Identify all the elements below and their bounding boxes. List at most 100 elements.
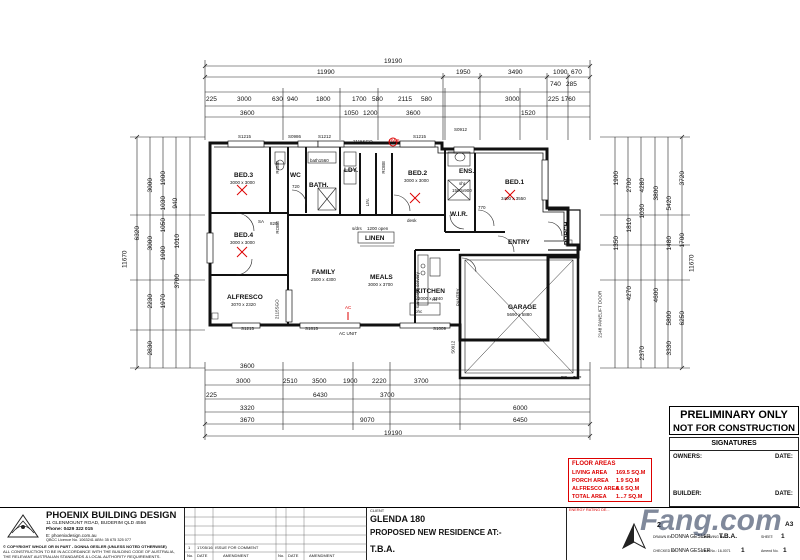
revision-col-amendment2: AMENDMENT [309,553,335,558]
dim-bot-row3-0: 3320 [240,405,255,412]
dim-bot-row4-1: 9070 [360,417,375,424]
dim-top-row3-15: 1760 [561,96,576,103]
floor-area-row-label: TOTAL AREA [572,494,607,500]
dim-top-row1-d: 1090 [553,69,568,76]
room-bed3-name: BED.3 [234,172,254,179]
checked-by-value: DONNA GESLER [671,548,711,554]
title-block: PHOENIX BUILDING DESIGN 11 GLENMOUNT ROA… [0,507,800,560]
amend-value: 1 [783,547,787,554]
room-garage-name: GARAGE [508,304,537,311]
dim-right-col1-2: 1350 [612,236,620,251]
preliminary-line2: NOT FOR CONSTRUCTION [673,423,795,434]
preliminary-notice: PRELIMINARY ONLY NOT FOR CONSTRUCTION [669,406,799,435]
dim-top-row1-b: 1950 [456,69,471,76]
dim-right-col1-6: 2370 [638,346,646,361]
project-description: PROPOSED NEW RESIDENCE AT:- [370,528,502,537]
room-garage-size: 5690 x 5880 [507,312,532,317]
note-s1815: S1815 [305,326,319,331]
room-robe-bed3: ROBE [275,160,281,174]
revision-col-no: No. [187,553,194,558]
room-entry: ENTRY [508,239,530,246]
project-panel: CLIENT GLENDA 180 PROPOSED NEW RESIDENCE… [367,508,567,560]
checked-by-label: CHECKED BY: [653,549,677,553]
note-s1215-c: S1215 [241,326,255,331]
dim-top-row4-1: 1050 [344,110,359,117]
room-pantry: PANTRY [455,288,461,307]
room-porch: PORCH [563,221,571,245]
revision-col-no2: No. [278,553,285,558]
room-meals-size: 3000 x 3700 [368,282,393,287]
dim-top-row4-3: 3600 [406,110,421,117]
note-820-1: 820 [270,221,278,226]
note-ac: AC [345,305,352,310]
note-s0986: S0986 [288,134,302,139]
dim-left-col3-6: 1970 [159,294,167,309]
room-meals-name: MEALS [370,274,393,281]
dim-right-col3-1: 5420 [665,196,673,211]
room-linen: LINEN [365,235,385,242]
dim-left-col3-0: 1900 [159,171,167,186]
dim-top-row3-3: 940 [287,96,298,103]
amend-label: Amend No. [761,549,779,553]
floor-area-row-value: 1...7 SQ.M [616,494,643,500]
north-arrow-icon [621,522,647,550]
dim-left-outer-b: 11670 [121,250,129,269]
dim-top-row3-2: 630 [272,96,283,103]
floor-area-row-label: LIVING AREA [572,470,608,476]
dim-bot-row4-0: 3670 [240,417,255,424]
note-s1215-a: S1215 [238,134,252,139]
dim-right-col3-0: 3800 [652,186,660,201]
dim-left-col3-1: 1030 [159,196,167,211]
dim-left-col3-5: 940 [172,197,180,209]
note-shower: shr [459,181,466,186]
dim-top-row1-e: 670 [571,69,582,76]
watermark-logo: Fang.com [640,504,782,537]
dim-right-col1-0: 1900 [612,171,620,186]
room-bed4-name: BED.4 [234,232,254,239]
dim-right-col2-2: 4600 [652,288,660,303]
dim-bot-row1-6: 2220 [372,378,387,385]
note-s1009: S1009 [433,326,447,331]
dim-bot-row1-3: 3500 [312,378,327,385]
dim-left-col2-2: 3700 [173,274,181,289]
dim-bot-row1-4: 1900 [343,378,358,385]
note-720: 720 [292,184,300,189]
dim-bot-row1-1: 3000 [236,378,251,385]
room-kitchen-size: 2000 x 3240 [418,296,443,301]
dim-top-row4-4: 1520 [521,110,536,117]
room-bed1-size: 3400 x 3550 [501,196,526,201]
floor-areas-heading: FLOOR AREAS [572,461,616,467]
revisions-table: 1 17/05/16 ISSUE FOR COMMENT No. DATE AM… [185,508,367,560]
note-servery: low bench servery [414,272,420,309]
drawing-info-panel: ENERGY RATING DE... 2 A3 DRAWN BY: DONNA… [567,508,800,560]
room-bed4-size: 3000 x 3000 [230,240,255,245]
revision-col-amendment: AMENDMENT [223,553,249,558]
dim-right-col3-3: 1700 [678,233,686,248]
company-address: 11 GLENMOUNT ROAD, BUDERIM QLD 4556 [46,521,147,526]
dim-overall-top: 19190 [384,58,403,65]
sheet-value: 1 [781,533,785,540]
note-hws: HWS [389,138,400,143]
drawn-by-label: DRAWN BY: [653,535,673,539]
dim-left-col2-3: 2230 [146,294,154,309]
note-sa-1: SA [258,219,265,224]
note-garage-door: 2148 PANELIFT DOOR [597,290,603,338]
signature-date2-label: DATE: [775,491,793,497]
dim-right-col3-6: 11670 [688,254,696,273]
copyright-line3: THE RELEVANT AUSTRALIAN STANDARDS & LOCA… [3,554,161,559]
dim-top-row3-7: 1700 [352,96,367,103]
note-shower-size: 1500x900 [452,188,472,193]
signature-owners-label: OWNERS: [673,454,702,460]
dim-top-row3-14: 225 [548,96,559,103]
sheet-size: A3 [785,521,794,528]
room-robe-bed2: ROBE [381,160,387,174]
revision-col-date2: DATE [288,553,299,558]
dim-top-row4-0: 3600 [240,110,255,117]
room-bed1-name: BED.1 [505,179,525,186]
dim-right-col1-3: 1810 [625,218,633,233]
dim-top-row2-a: 740 [550,81,561,88]
room-family-name: FAMILY [312,269,336,276]
company-panel: PHOENIX BUILDING DESIGN 11 GLENMOUNT ROA… [0,508,185,560]
signatures-heading: SIGNATURES [670,438,798,451]
dim-right-col1-5: 4270 [625,286,633,301]
